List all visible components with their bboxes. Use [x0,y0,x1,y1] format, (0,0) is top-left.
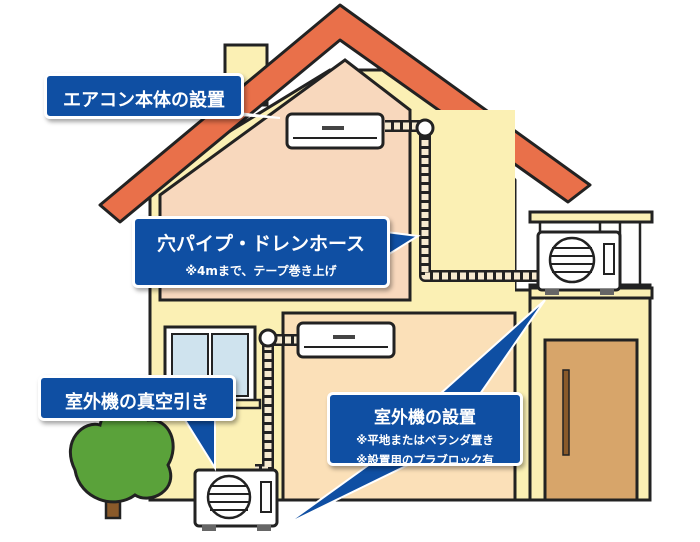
callout-piping-title: 穴パイプ・ドレンホース [156,233,366,255]
pipe-hole-lower [258,328,278,348]
indoor-unit-upper [285,112,385,150]
callout-vacuum: 室外機の真空引き [38,375,236,421]
balcony-top [528,210,654,224]
callout-outdoor-install-title: 室外機の設置 [374,408,476,428]
door-handle [562,369,570,456]
callout-outdoor-install: 室外機の設置 ※平地またはベランダ置き ※設置用のプラブロック有 [327,392,523,467]
roof [98,3,592,224]
callout-vacuum-title: 室外機の真空引き [65,392,209,413]
callout-outdoor-install-note2: ※設置用のプラブロック有 [356,453,494,467]
upper-room [415,110,515,300]
pipe-hole-upper [415,118,435,138]
callout-piping: 穴パイプ・ドレンホース ※4mまで、テープ巻き上げ [132,216,390,288]
door [543,338,639,502]
callout-indoor-install-title: エアコン本体の設置 [63,90,225,111]
outdoor-unit-balcony [536,230,622,295]
callout-indoor-install: エアコン本体の設置 [44,73,244,119]
callout-outdoor-install-note1: ※平地またはベランダ置き [356,433,494,447]
indoor-unit-lower [296,321,396,359]
callout-piping-note: ※4mまで、テープ巻き上げ [185,264,337,278]
outdoor-unit-ground [193,468,279,531]
tree [68,404,175,520]
